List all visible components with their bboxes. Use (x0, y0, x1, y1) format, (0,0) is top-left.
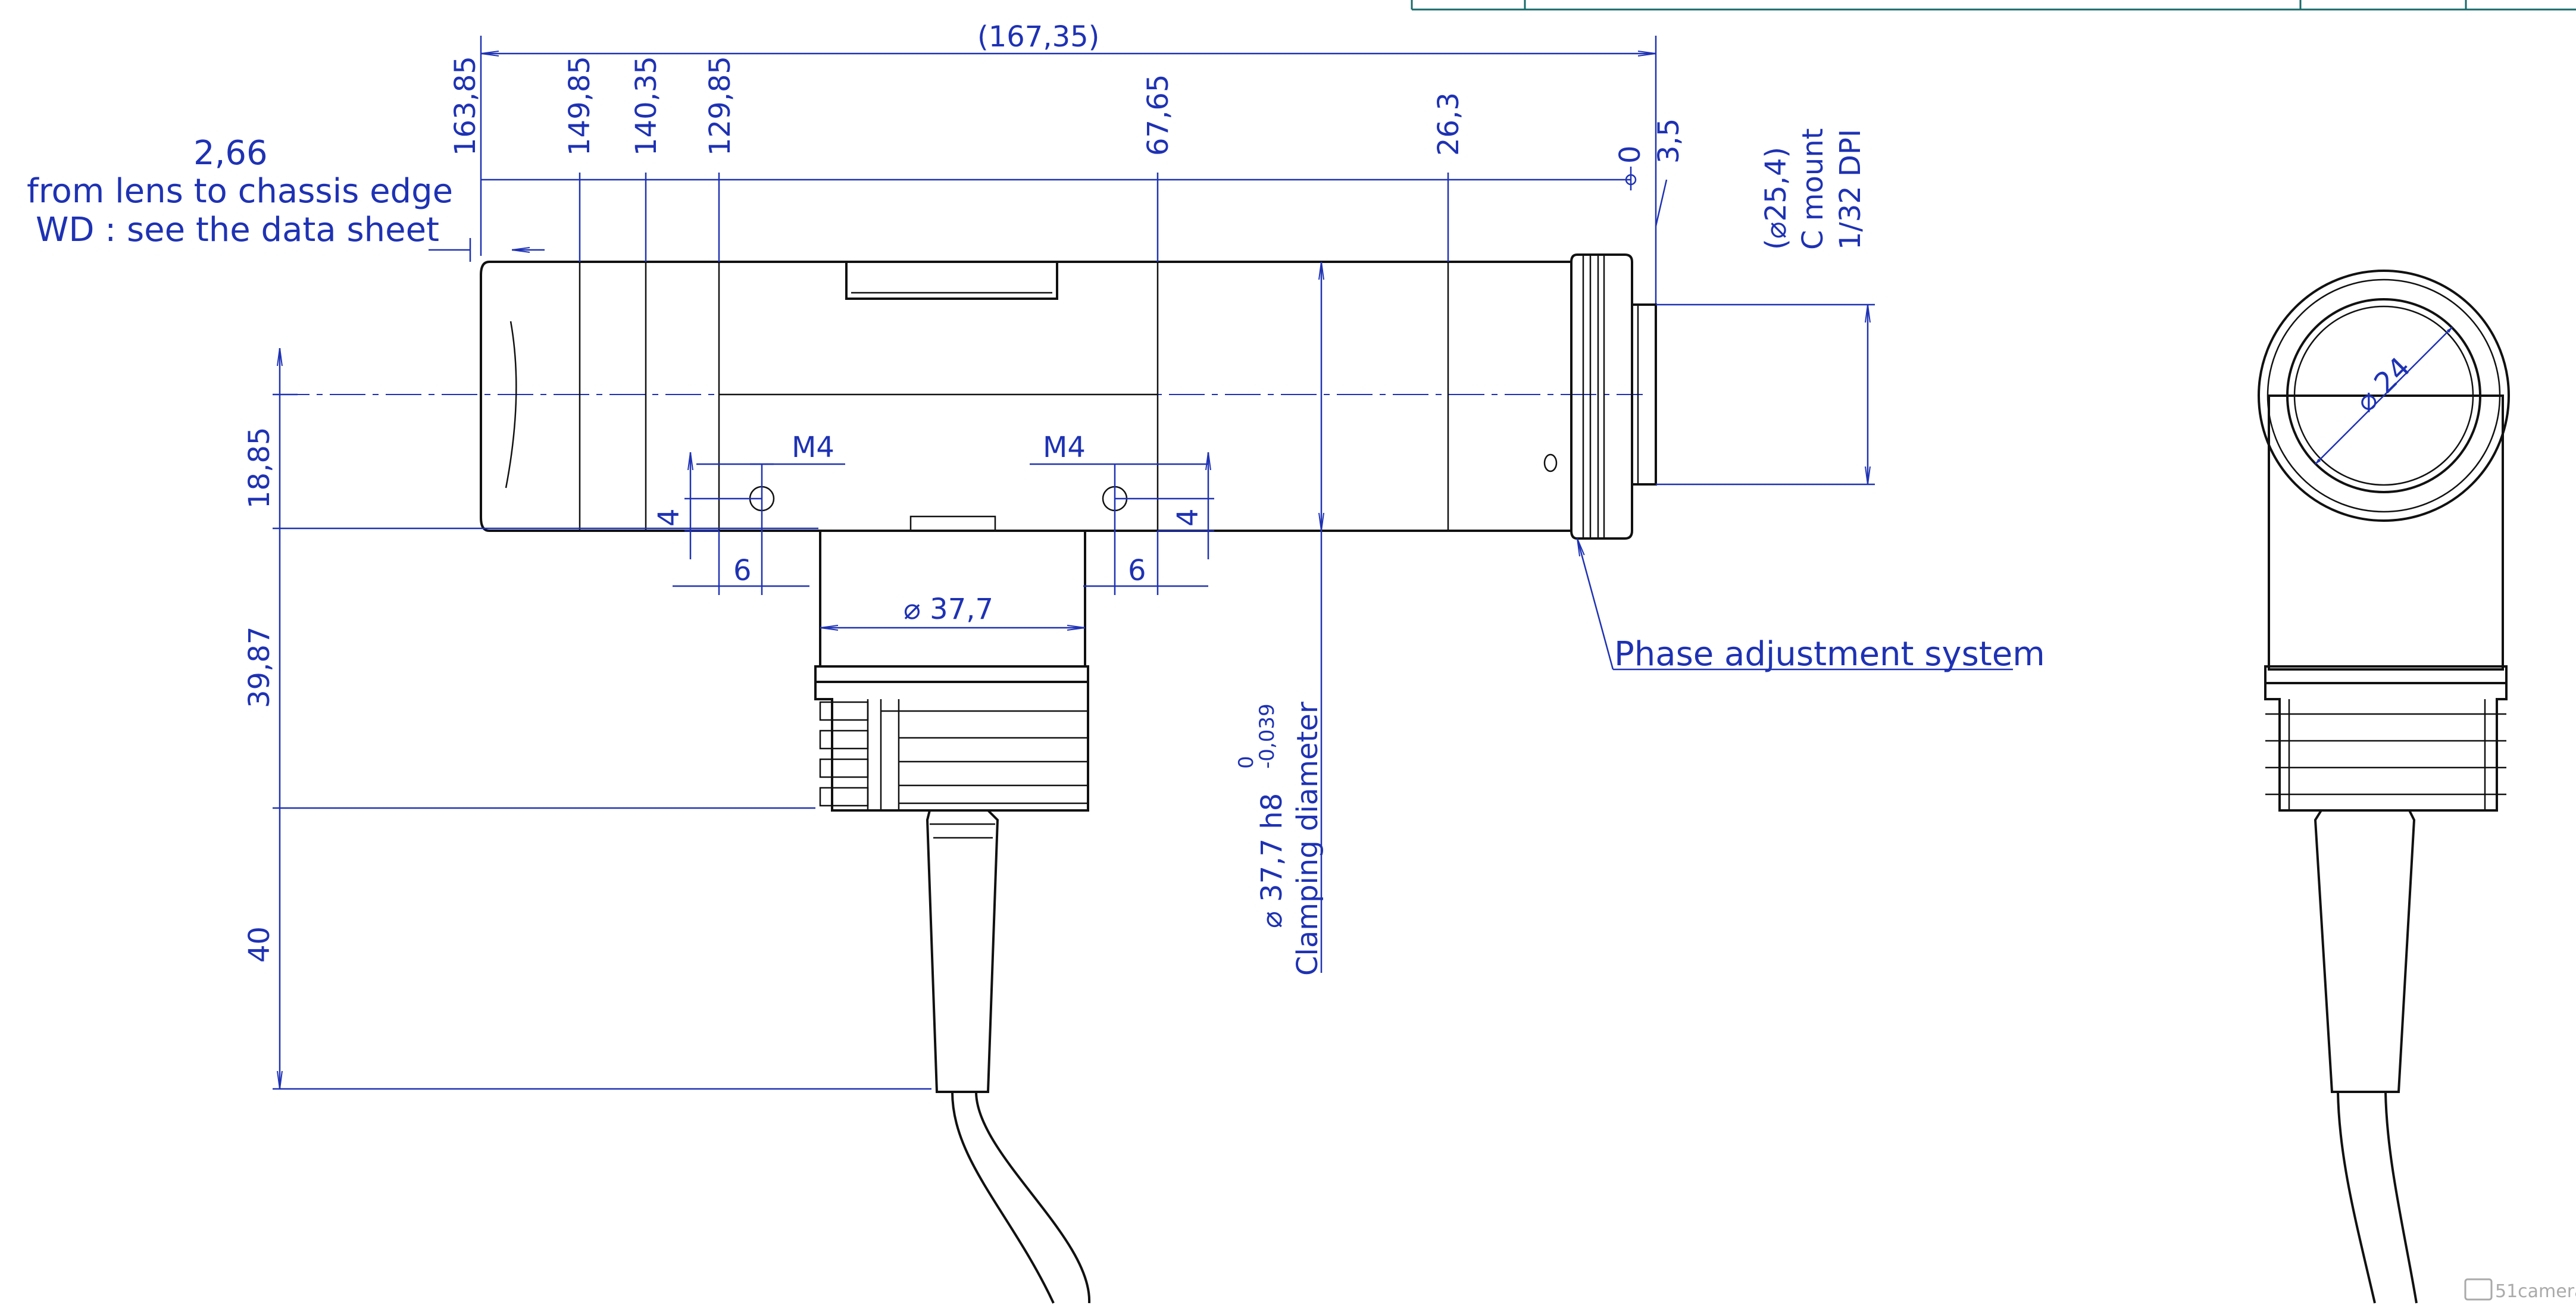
dim-line-diam-24 (2315, 327, 2453, 465)
dim-129-85: 129,85 (704, 56, 737, 156)
dim-149-85: 149,85 (563, 56, 596, 156)
lens-offset-value: 2,66 (193, 134, 268, 173)
dim-3-5: 3,5 (1652, 118, 1686, 164)
end-view: ⌀ 24 (2258, 270, 2510, 1304)
dim-0: 0 (1614, 145, 1647, 164)
dim-overall-length: (167,35) (977, 20, 1099, 54)
dim-163-85: 163,85 (449, 56, 482, 156)
connector (814, 530, 1091, 1304)
lens-offset-note: from lens to chassis edge (27, 172, 453, 211)
clamping-diameter-label: Clamping diameter (1291, 702, 1324, 976)
dim-39-87: 39,87 (243, 627, 276, 708)
dim-text-diam-24: ⌀ 24 (2349, 350, 2417, 418)
title-block (1411, 0, 2576, 11)
phase-adjustment-label: Phase adjustment system (1614, 635, 2045, 674)
watermark-logo: 51camera (2464, 1278, 2576, 1302)
dim-4-left: 4 (652, 508, 686, 527)
watermark-text: 51camera (2495, 1281, 2576, 1302)
dimensions: (167,35) 163,85 149,85 140,35 129,85 67,… (27, 20, 2045, 1090)
clamp-tol-lower: -0,039 (1255, 703, 1279, 769)
dim-18-85: 18,85 (243, 427, 276, 509)
mount-line1: (⌀25,4) (1759, 147, 1793, 250)
c-mount-end (1570, 253, 1657, 540)
dim-140-35: 140,35 (630, 56, 663, 156)
clamp-prefix: ⌀ 37,7 h8 (1255, 793, 1289, 928)
clamp-tol-upper: 0 (1234, 756, 1258, 769)
mount-line3: 1/32 DPI (1834, 129, 1867, 250)
mount-line2: C mount (1796, 128, 1830, 250)
dim-6-left: 6 (733, 554, 752, 587)
m4-label-right: M4 (1043, 431, 1086, 464)
dim-67-65: 67,65 (1142, 74, 1175, 156)
dim-40: 40 (243, 926, 276, 963)
dim-6-right: 6 (1128, 554, 1146, 587)
dim-26-3: 26,3 (1432, 92, 1465, 156)
dim-diam-37-7: ⌀ 37,7 (904, 593, 993, 626)
dim-4-right: 4 (1171, 508, 1205, 527)
side-view (274, 253, 1657, 1304)
camera-body (480, 261, 1573, 532)
wd-note: WD : see the data sheet (36, 211, 439, 249)
m4-label-left: M4 (792, 431, 834, 464)
